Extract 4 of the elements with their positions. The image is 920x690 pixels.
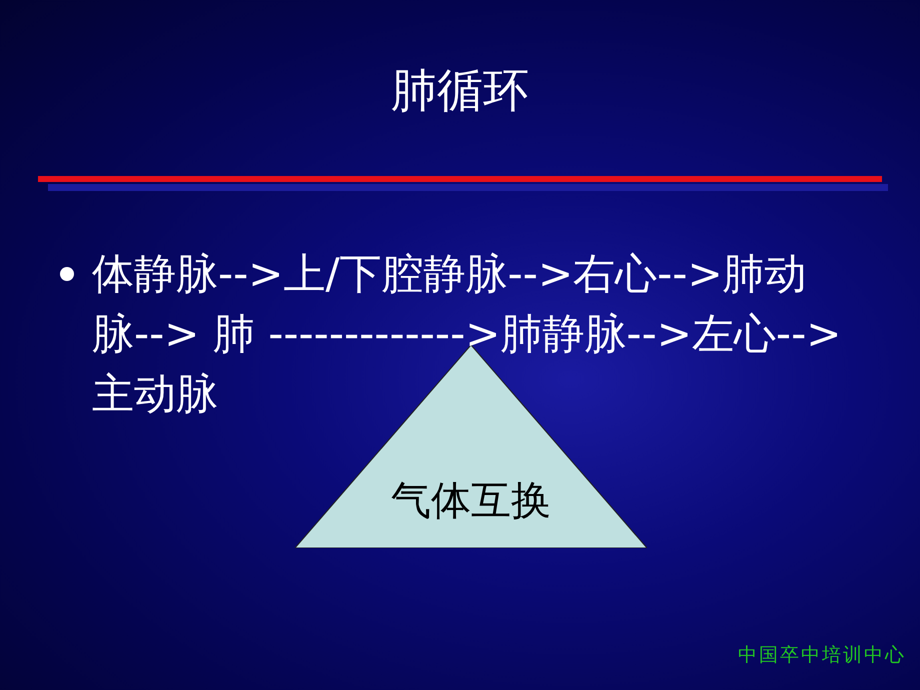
bullet-text: 体静脉-->上/下腔静脉-->右心-->肺动脉--> 肺 ------------->肺静脉-->左心-->主动脉	[92, 248, 842, 420]
triangle-label: 气体互换	[390, 477, 552, 526]
slide-title: 肺循环	[390, 64, 530, 118]
footer-text: 中国卒中培训中心	[738, 643, 906, 668]
